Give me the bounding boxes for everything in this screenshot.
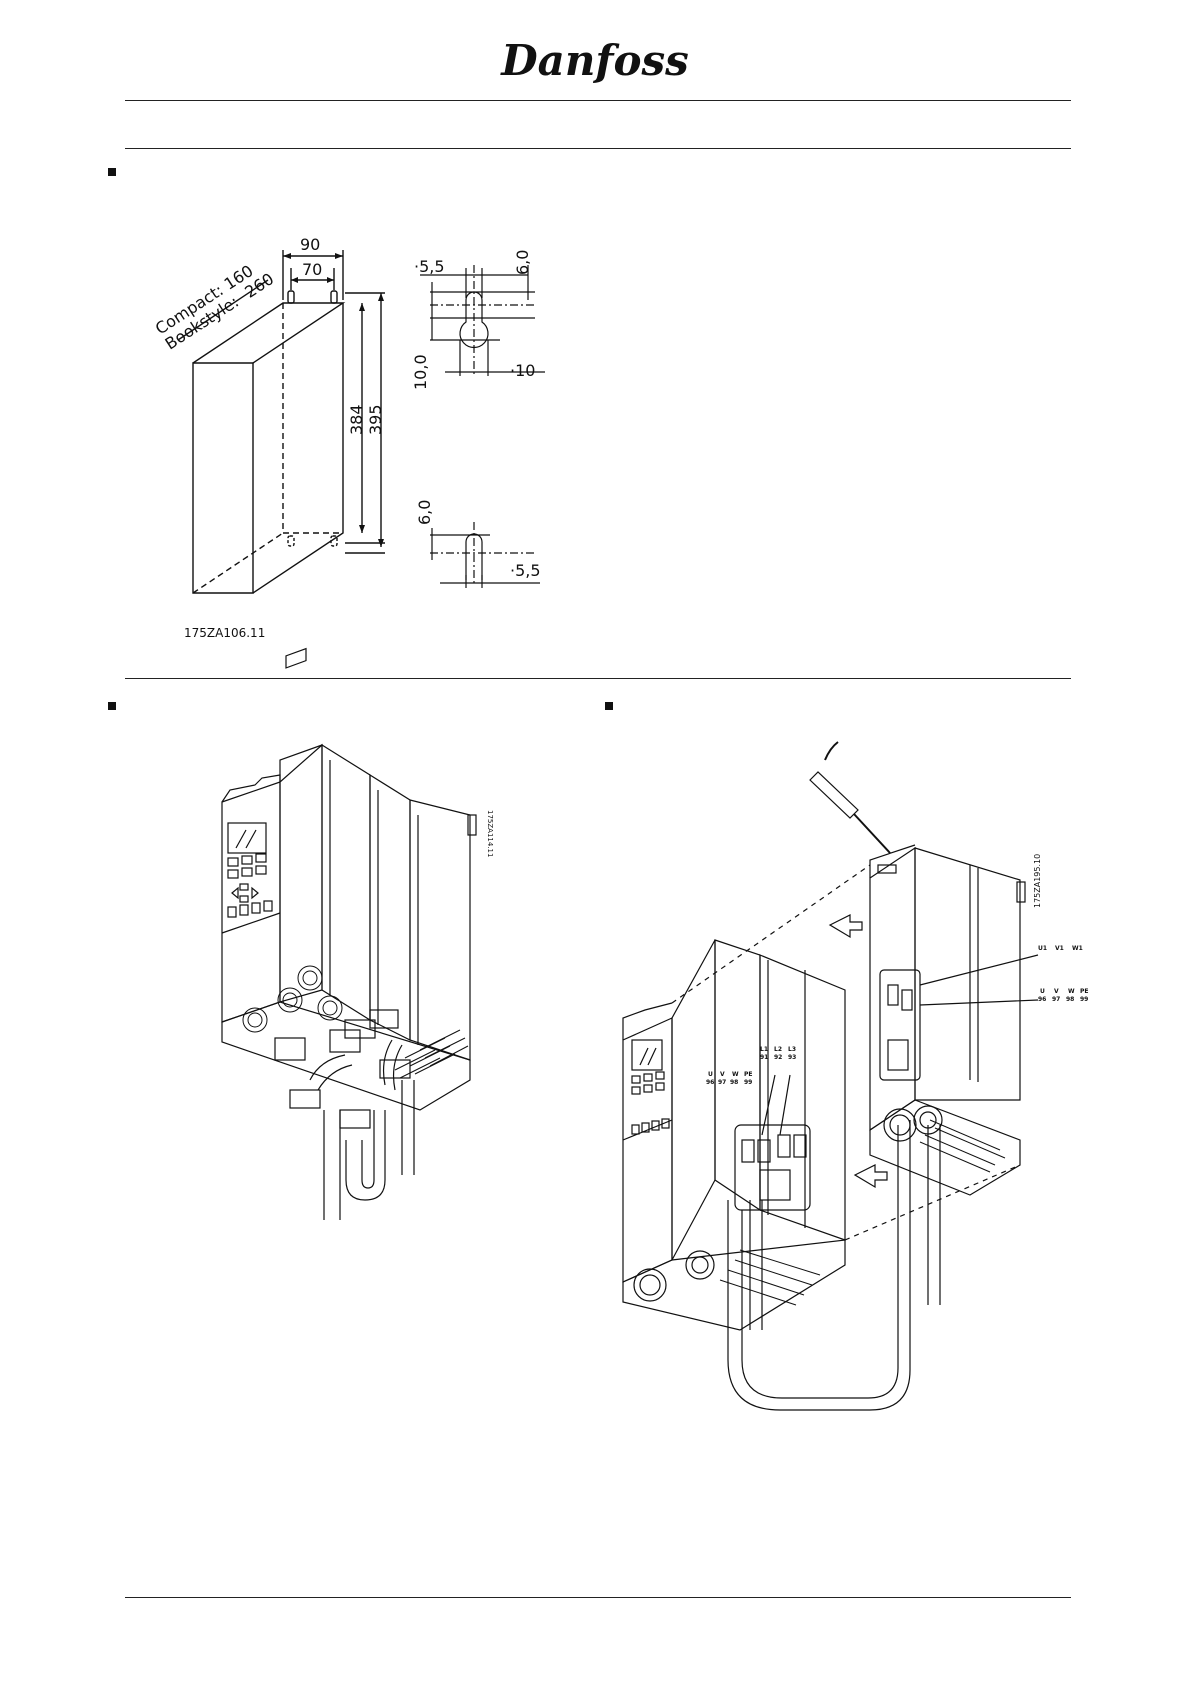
mains-number-91: 91 [760, 1054, 768, 1061]
terminal-label-u1: U1 [1038, 945, 1047, 952]
motor-label-u: U [708, 1071, 713, 1078]
motor-number-96: 96 [706, 1079, 714, 1086]
terminal-label-w1: W1 [1072, 945, 1083, 952]
mains-number-93: 93 [788, 1054, 796, 1061]
rear-label-w: W [1068, 988, 1075, 995]
terminal-label-v1: V1 [1055, 945, 1064, 952]
mains-label-l1: L1 [760, 1046, 768, 1053]
right-figure-code: 175ZA195.10 [1033, 854, 1042, 908]
motor-number-97: 97 [718, 1079, 726, 1086]
rear-number-97: 97 [1052, 996, 1060, 1003]
motor-number-99: 99 [744, 1079, 752, 1086]
rear-label-v: V [1054, 988, 1059, 995]
rear-number-99: 99 [1080, 996, 1088, 1003]
cable-connection-drawing: 175ZA195.10 U1 V1 W1 U V W PE 96 97 98 9… [0, 0, 1190, 1420]
motor-number-98: 98 [730, 1079, 738, 1086]
mains-label-l2: L2 [774, 1046, 782, 1053]
mains-number-92: 92 [774, 1054, 782, 1061]
rear-label-pe: PE [1080, 988, 1089, 995]
motor-label-v: V [720, 1071, 725, 1078]
motor-label-pe: PE [744, 1071, 753, 1078]
rear-number-98: 98 [1066, 996, 1074, 1003]
mains-label-l3: L3 [788, 1046, 796, 1053]
motor-label-w: W [732, 1071, 739, 1078]
rear-label-u: U [1040, 988, 1045, 995]
footer-rule [125, 1597, 1071, 1598]
rear-number-96: 96 [1038, 996, 1046, 1003]
